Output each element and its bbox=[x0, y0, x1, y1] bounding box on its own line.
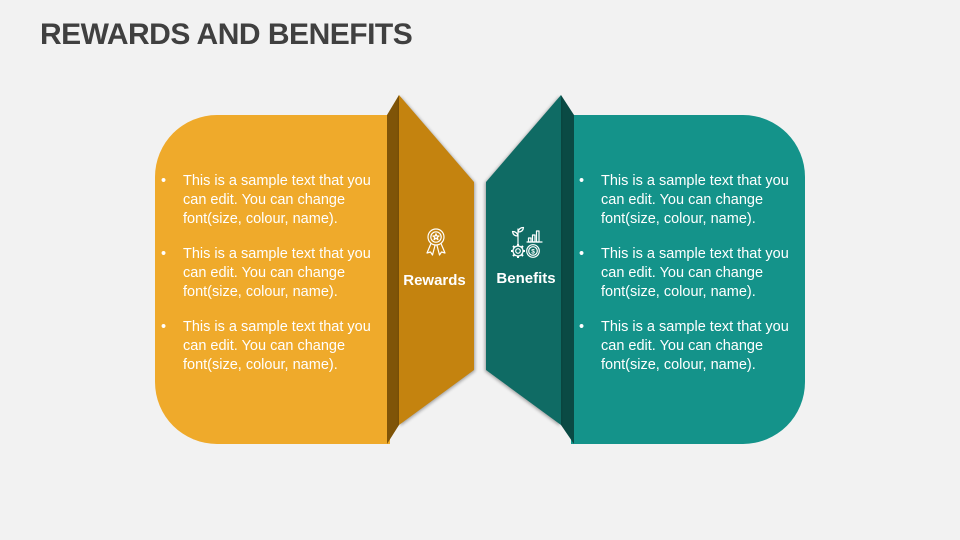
bullet-icon: • bbox=[161, 246, 167, 262]
rewards-fold-panel bbox=[399, 95, 474, 425]
bullet-icon: • bbox=[161, 319, 167, 335]
rewards-box bbox=[155, 115, 390, 444]
benefits-fold-strip bbox=[561, 95, 574, 444]
benefits-list-item: • This is a sample text that you can edi… bbox=[579, 245, 801, 302]
bullet-icon: • bbox=[579, 173, 585, 189]
benefits-list-item: • This is a sample text that you can edi… bbox=[579, 172, 801, 229]
benefits-item-text: This is a sample text that you can edit.… bbox=[601, 319, 789, 373]
slide-title: REWARDS AND BENEFITS bbox=[40, 18, 413, 51]
rewards-item-text: This is a sample text that you can edit.… bbox=[183, 246, 371, 300]
coin-dollar-symbol: $ bbox=[531, 248, 535, 255]
benefits-list: • This is a sample text that you can edi… bbox=[579, 172, 801, 391]
medal-icon bbox=[426, 228, 446, 256]
growth-money-icon: $ bbox=[511, 226, 543, 258]
rewards-list-item: • This is a sample text that you can edi… bbox=[161, 172, 383, 229]
benefits-fold-panel bbox=[486, 95, 561, 425]
benefits-label: Benefits bbox=[496, 270, 556, 288]
rewards-list-item: • This is a sample text that you can edi… bbox=[161, 245, 383, 302]
rewards-item-text: This is a sample text that you can edit.… bbox=[183, 173, 371, 227]
rewards-fold-strip bbox=[387, 95, 399, 444]
benefits-item-text: This is a sample text that you can edit.… bbox=[601, 246, 789, 300]
rewards-label: Rewards bbox=[403, 272, 466, 290]
bullet-icon: • bbox=[579, 246, 585, 262]
rewards-list: • This is a sample text that you can edi… bbox=[161, 172, 383, 391]
benefits-item-text: This is a sample text that you can edit.… bbox=[601, 173, 789, 227]
benefits-box bbox=[571, 115, 805, 444]
bullet-icon: • bbox=[579, 319, 585, 335]
bullet-icon: • bbox=[161, 173, 167, 189]
rewards-item-text: This is a sample text that you can edit.… bbox=[183, 319, 371, 373]
rewards-list-item: • This is a sample text that you can edi… bbox=[161, 318, 383, 375]
benefits-list-item: • This is a sample text that you can edi… bbox=[579, 318, 801, 375]
